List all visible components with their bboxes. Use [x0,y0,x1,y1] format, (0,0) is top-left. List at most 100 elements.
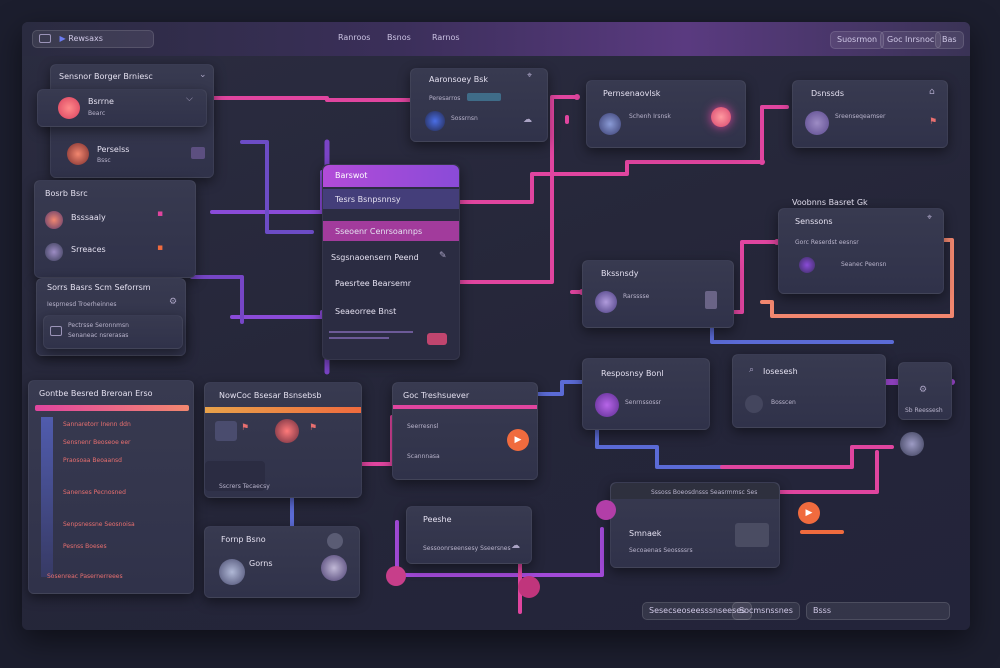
list-row[interactable]: Sannaretorr Inenn ddn [63,421,131,428]
list-row[interactable]: Sensnenr Beoseoe eer [63,439,131,446]
accent-bar [205,407,361,413]
panel-subtitle: Iesprnesd Troerheinnes [47,301,117,308]
node-pauric[interactable]: Peeshe Sessoonrseensesy Sseersnes ☁ [406,506,532,564]
wire-pink-2 [455,160,764,204]
menu-item[interactable]: Sseoenr Cenrsoannps [335,227,423,236]
app-switcher[interactable]: ▶ Rewsaxs [32,30,154,48]
pin-icon[interactable]: ⌖ [527,71,533,81]
play-button[interactable]: ▶ [507,429,529,451]
wire-purple-7 [390,527,604,577]
wire-pink-4 [760,105,789,164]
item-label: Bsrrne [88,97,114,106]
menu-item[interactable]: Seaeorree Bnst [335,307,397,316]
node-header: Sssoss Boeosdnsss Seasrmmsc Ses [651,489,758,496]
list-row[interactable]: Sosenreac Pasernerreees [47,573,123,580]
footer-item-1[interactable]: Sesecseoseesssnseeses [642,602,753,620]
thumbnail [191,147,205,159]
chevron-icon[interactable]: ⌵ [186,94,193,104]
node-nowcos[interactable]: NowCoc Bsesar Bsnsebsb ⚑ ⚑ Sscrers Tecae… [204,382,362,498]
wire-blue-1 [710,320,894,344]
node-vandos[interactable]: Senssons ⌖ Gorc Reserdst eesnsr Seanec P… [778,208,944,294]
cloud-icon: ☁ [511,541,520,551]
wire-pink-7 [720,445,894,469]
node-line-1: Secoaenas Seossssrs [629,547,693,554]
avatar [745,395,763,413]
node-line-2: Sossrnsn [451,115,478,122]
node-top-right[interactable]: Dsnssds Sreenseqeamser ⌂ ⚑ [792,80,948,148]
wire-pink-3 [455,95,579,284]
flag-icon: ▪ [157,209,164,219]
menu-title: Barswot [335,171,368,180]
left-panel-2: Bosrb Bsrc Bsssaaly ▪ Srreaces ▪ [34,180,196,278]
list-row[interactable]: Sanenses Pecnosned [63,489,126,496]
bulb-icon [711,107,731,127]
node-line-1: Seerresnsl [407,423,439,430]
list-row[interactable]: Praosoaa Beoaansd [63,457,122,464]
avatar [45,243,63,261]
node-framework[interactable]: Pernsenaovlsk Schenh Irsnsk [586,80,746,148]
search-icon[interactable]: ⌕ [749,365,755,375]
node-foma[interactable]: Fornp Bsno Gorns [204,526,360,598]
wire-salmon-1 [760,238,954,318]
item-sub: Bssc [97,157,111,164]
window-icon [215,421,237,441]
menu-item-bg [323,189,459,209]
pin-icon[interactable]: ⌖ [927,213,933,223]
divider [329,337,389,339]
header-button-3[interactable]: Bas [935,31,964,49]
location-pin-icon[interactable] [518,576,540,598]
accent-bar [35,405,189,411]
avatar [595,291,617,313]
list-row[interactable]: Senpsnessne Seosnoisa [63,521,135,528]
node-bottom-right[interactable]: Sssoss Boeosdnsss Seasrmmsc Ses Smnaek S… [610,482,780,568]
progress-chip [467,93,501,101]
node-responsibly[interactable]: Resposnsy Bonl Senrnssossr [582,358,710,430]
menu-item[interactable]: Tesrs Bsnpsnnsy [335,195,401,204]
device-icon [705,291,717,309]
node-line-1: Schenh Irsnsk [629,113,671,120]
nav-link-1[interactable]: Ranroos [338,33,371,42]
node-settings[interactable]: ⚙ Sb Reessesh [898,362,952,420]
panel-title: Bosrb Bsrc [45,189,88,198]
play-button-2[interactable]: ▶ [798,502,820,524]
list-item[interactable]: Bsrrne Bearc ⌵ [37,89,207,127]
footer-item-2[interactable]: Socmsnssnes [732,602,800,620]
pen-icon[interactable]: ✎ [439,251,447,261]
nav-link-2[interactable]: Bsnos [387,33,411,42]
node-bossanody[interactable]: Bkssnsdy Rarsssse [582,260,734,328]
avatar [275,419,299,443]
avatar-small [327,533,343,549]
window-icon [50,326,62,336]
menu-item[interactable]: Ssgsnaoensern Peend [331,253,419,262]
node-access[interactable]: ⌕ Iosesesh Bosscen [732,354,886,428]
list-row[interactable]: Pesnss Boeses [63,543,107,550]
link-icon[interactable] [386,566,406,586]
node-assembly[interactable]: Aaronsoey Bsk ⌖ Peresarros Sossrnsn ☁ [410,68,548,142]
list-item[interactable]: Pectrsse Seronnmsn Senaneac nsrerasas [43,315,183,349]
node-title: Dsnssds [811,89,844,98]
footer-item-3[interactable]: Bsss [806,602,950,620]
link-icon[interactable] [596,500,616,520]
header-button-2[interactable]: Goc Inrsnoc [880,31,942,49]
node-goc[interactable]: Goc Treshsuever Seerresnsl Scannnasa ▶ [392,382,538,480]
gear-icon[interactable]: ⚙ [169,297,178,307]
menu-item[interactable]: Paesrtee Bearsemr [335,279,412,288]
avatar [58,97,80,119]
more-icon[interactable]: ⌄ [199,70,207,80]
scroll-rail[interactable] [41,417,53,577]
item-line-1: Pectrsse Seronnmsn [68,322,129,329]
divider [329,331,413,333]
panel-title: Gontbe Besred Breroan Erso [39,389,153,398]
nav-link-3[interactable]: Rarnos [432,33,460,42]
node-line-1: Rarsssse [623,293,650,300]
node-title: Aaronsoey Bsk [429,75,489,84]
gear-icon[interactable]: ⚙ [919,385,928,395]
menu-header [323,165,459,187]
node-title: Iosesesh [763,367,798,376]
avatar [321,555,347,581]
avatar [599,113,621,135]
header-button-1[interactable]: Suosrmon [830,31,885,49]
window-icon [39,34,51,43]
play-icon: ▶ [59,34,66,43]
color-swatch[interactable] [427,333,447,345]
